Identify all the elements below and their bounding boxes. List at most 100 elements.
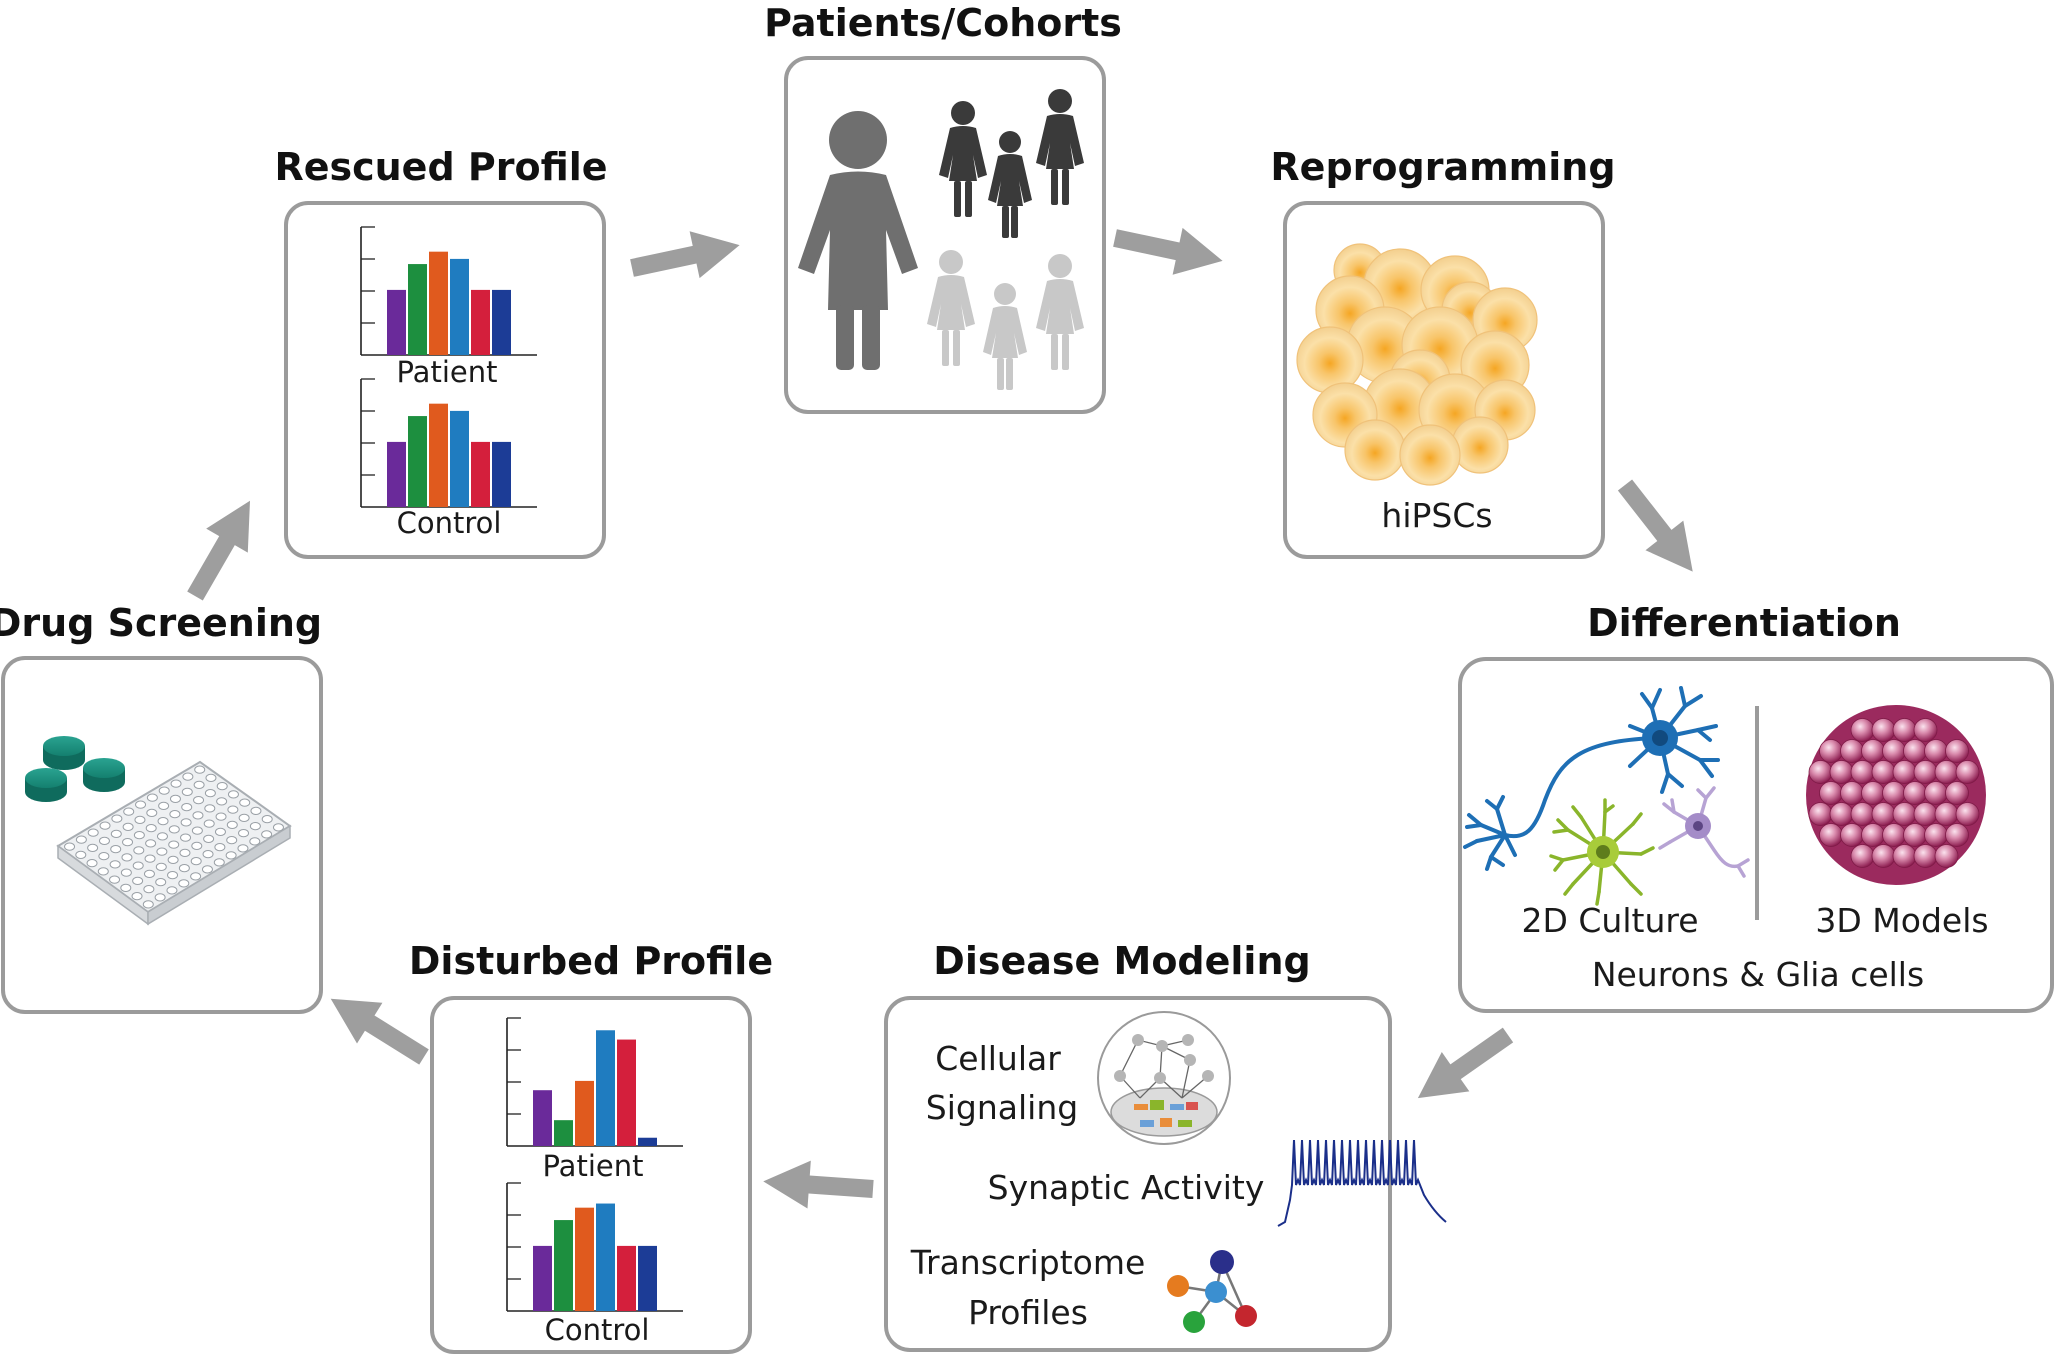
2d-culture-caption: 2D Culture: [1521, 901, 1698, 940]
well: [146, 793, 158, 802]
adult-figure-icon: [798, 111, 918, 370]
well: [111, 814, 123, 823]
well: [121, 853, 133, 862]
well: [75, 835, 87, 844]
hipsc-cell: [1451, 416, 1509, 474]
disturbed-patient-bar: [596, 1030, 615, 1146]
well: [179, 848, 191, 857]
hipsc-caption: hiPSCs: [1381, 496, 1492, 535]
well: [143, 885, 155, 894]
well: [180, 818, 192, 827]
disturbed-patient-chart: [506, 1017, 683, 1147]
differentiation-title: Differentiation: [1587, 601, 1901, 645]
well: [214, 827, 226, 836]
well: [213, 858, 225, 867]
well: [227, 790, 239, 799]
signaling-label: Signaling: [926, 1088, 1078, 1127]
organoid-cell: [1924, 781, 1948, 805]
well: [201, 865, 213, 874]
well: [75, 850, 87, 859]
well: [225, 851, 237, 860]
well: [145, 839, 157, 848]
disturbed-control-chart: [506, 1182, 683, 1312]
rescued-patient-bar: [408, 264, 427, 355]
well: [216, 797, 228, 806]
organoid-cell: [1934, 844, 1959, 868]
well: [191, 826, 203, 835]
organoid-cell: [1903, 781, 1927, 805]
well: [181, 803, 193, 812]
rescued-profile-title: Rescued Profile: [274, 145, 607, 189]
dark-children-icons: [939, 89, 1084, 238]
well: [143, 869, 155, 878]
organoid-cell: [1882, 823, 1906, 847]
well: [181, 787, 193, 796]
well: [110, 845, 122, 854]
rescued-patient-label: Patient: [397, 355, 498, 389]
synaptic-activity-label: Synaptic Activity: [988, 1168, 1265, 1207]
stage-rescued-profile: Rescued Profile Patient Control: [274, 145, 608, 559]
disturbed-control-bar: [575, 1207, 594, 1311]
well: [167, 855, 179, 864]
organoid-cell: [1945, 823, 1969, 847]
stage-patients: Patients/Cohorts: [764, 1, 1122, 414]
organoid-cell: [1861, 823, 1885, 847]
well: [180, 833, 192, 842]
rescued-control-label: Control: [397, 506, 502, 540]
well-plate-icon: [56, 760, 292, 926]
well: [99, 821, 111, 830]
stage-disease-modeling: Disease Modeling Cellular Signaling: [884, 939, 1447, 1352]
well: [169, 794, 181, 803]
organoid-cell: [1945, 781, 1969, 805]
well: [97, 867, 109, 876]
organoid-cell: [1892, 718, 1917, 742]
organoid-cell: [1850, 844, 1875, 868]
organoid-cell: [1808, 802, 1833, 826]
disturbed-patient-bar: [575, 1080, 594, 1146]
organoid-cell: [1913, 760, 1938, 784]
well: [120, 883, 132, 892]
organoid-cell: [1871, 844, 1896, 868]
organoid-cell: [1924, 823, 1948, 847]
patients-title: Patients/Cohorts: [764, 1, 1122, 45]
rescued-patient-bar: [429, 251, 448, 355]
organoid-cell: [1819, 781, 1843, 805]
well: [192, 811, 204, 820]
well: [238, 829, 250, 838]
organoid-cell: [1850, 802, 1875, 826]
well: [145, 824, 157, 833]
disturbed-control-bar: [533, 1245, 552, 1311]
well: [178, 879, 190, 888]
well: [122, 838, 134, 847]
rescued-control-bar: [450, 410, 469, 507]
arrow-reprogramming-to-differentiation: [1617, 479, 1693, 572]
disturbed-patient-bar: [617, 1039, 636, 1146]
well: [110, 829, 122, 838]
well: [168, 825, 180, 834]
disturbed-patient-bar: [638, 1137, 657, 1146]
organoid-cell: [1945, 739, 1969, 763]
well: [132, 861, 144, 870]
arrow-disturbed-to-screening: [330, 998, 429, 1065]
well: [122, 822, 134, 831]
organoid-cell: [1882, 739, 1906, 763]
organoid-cell: [1840, 823, 1864, 847]
stage-disturbed-profile: Disturbed Profile Patient Control: [409, 939, 773, 1354]
well: [272, 823, 284, 832]
rescued-control-bar: [429, 403, 448, 507]
well: [170, 779, 182, 788]
well: [109, 875, 121, 884]
disturbed-control-bar: [596, 1203, 615, 1311]
well: [215, 812, 227, 821]
well: [131, 892, 143, 901]
hipsc-cell: [1296, 326, 1364, 394]
cellular-label: Cellular: [935, 1039, 1061, 1078]
well: [203, 819, 215, 828]
organoid-cell: [1892, 760, 1917, 784]
well: [156, 832, 168, 841]
organoid-cell: [1871, 718, 1896, 742]
organoid-cell: [1903, 823, 1927, 847]
rescued-control-bar: [387, 441, 406, 507]
well: [109, 860, 121, 869]
well: [190, 857, 202, 866]
